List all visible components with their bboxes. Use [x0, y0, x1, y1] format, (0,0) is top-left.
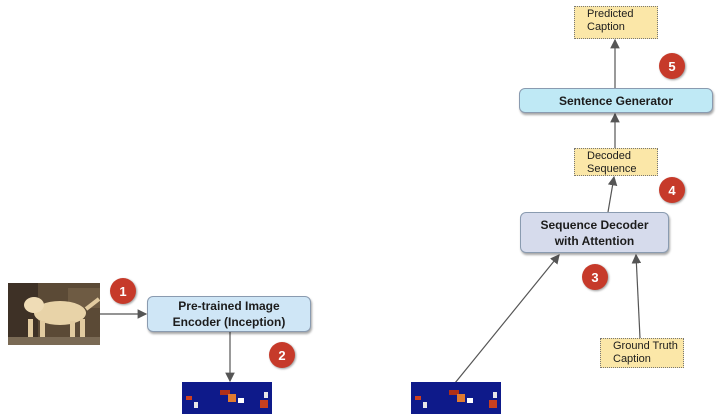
image-encoder-label: Pre-trained Image Encoder (Inception) [172, 299, 286, 329]
sentence-generator-node: Sentence Generator [519, 88, 713, 113]
step-marker-4: 4 [659, 177, 685, 203]
ground-truth-caption-note: Ground Truth Caption [600, 338, 684, 368]
connector-truth-to-decoder [631, 253, 642, 339]
connector-features-to-decoder [454, 254, 560, 384]
sequence-decoder-label: Sequence Decoder with Attention [540, 217, 649, 248]
decoded-sequence-label: Decoded Sequence [587, 150, 637, 175]
connector-decoder-to-decoded [607, 175, 618, 213]
image-encoder-node: Pre-trained Image Encoder (Inception) [147, 296, 311, 332]
sequence-decoder-node: Sequence Decoder with Attention [520, 212, 669, 253]
step-marker-2: 2 [269, 342, 295, 368]
sentence-generator-label: Sentence Generator [558, 93, 674, 108]
predicted-caption-label: Predicted Caption [587, 8, 634, 33]
feature-map-thumbnail [411, 382, 501, 414]
step-marker-3: 3 [582, 264, 608, 290]
feature-map-thumbnail [182, 382, 272, 414]
dog-photo-thumbnail [8, 283, 100, 345]
decoded-sequence-note: Decoded Sequence [574, 148, 658, 176]
step-marker-1: 1 [110, 278, 136, 304]
step-marker-5: 5 [659, 53, 685, 79]
ground-truth-caption-label: Ground Truth Caption [613, 340, 678, 365]
predicted-caption-note: Predicted Caption [574, 6, 658, 39]
